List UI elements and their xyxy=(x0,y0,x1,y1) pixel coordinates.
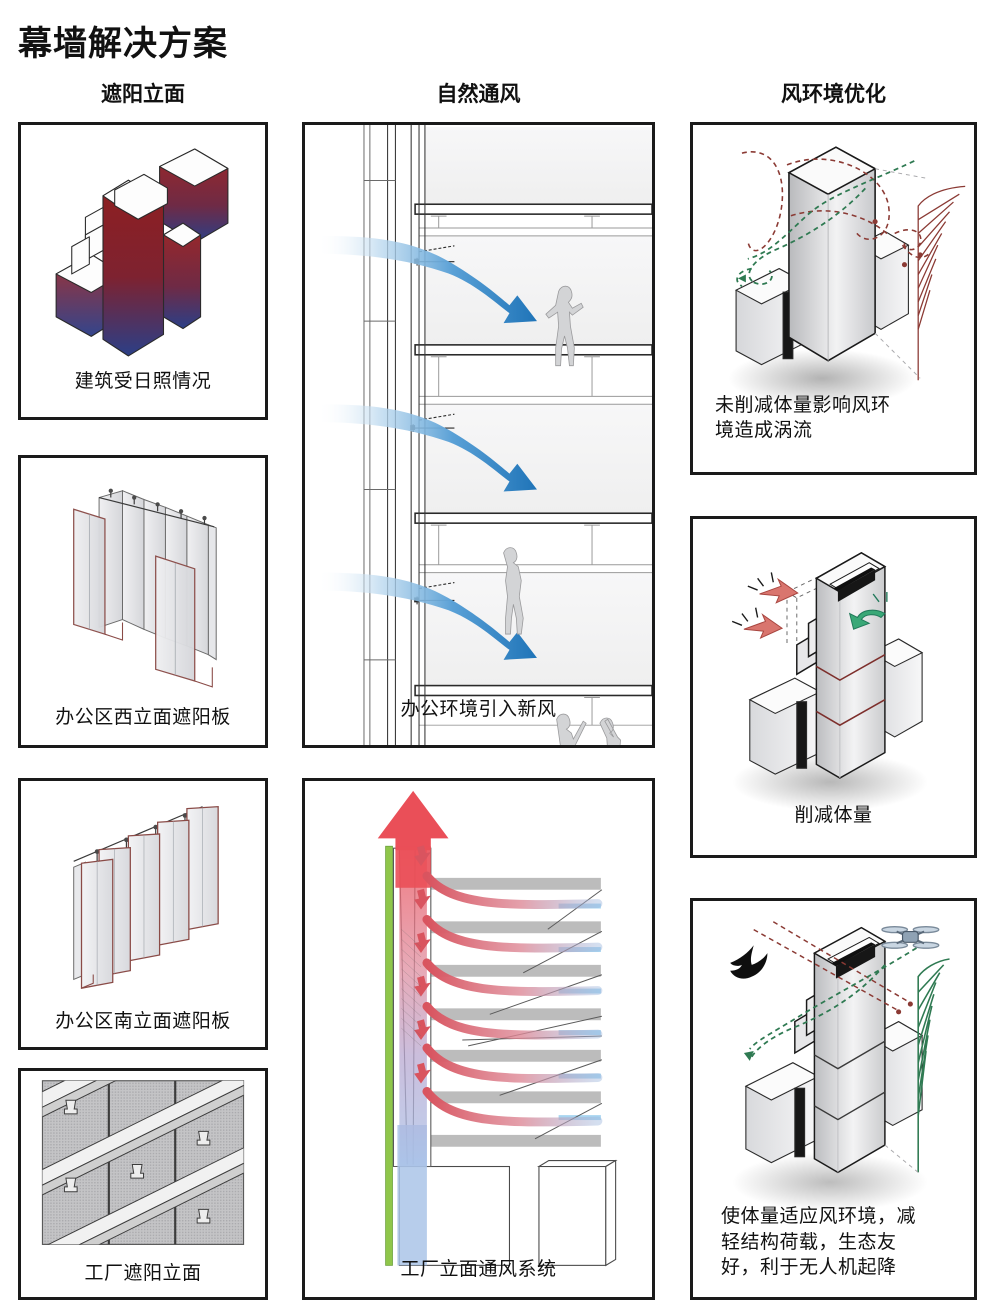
building-section-airflow-illustration xyxy=(305,125,652,745)
drone-glyph xyxy=(881,925,940,949)
south-fin-illustration xyxy=(21,781,265,1047)
massing-reduction-illustration xyxy=(693,519,974,855)
bird-glyph xyxy=(730,945,768,979)
panel-caption-vortex: 未削减体量影响风环 境造成涡流 xyxy=(715,393,891,442)
column-header-wind: 风环境优化 xyxy=(781,82,886,106)
panel-caption-adapt: 使体量适应风环境，减 轻结构荷载，生态友 好，利于无人机起降 xyxy=(721,1205,917,1279)
column-header-ventilation: 自然通风 xyxy=(436,82,521,106)
panel-caption-fresh-air: 办公环境引入新风 xyxy=(400,698,557,721)
panel-factory-stack-ventilation: 工厂立面通风系统 xyxy=(302,778,655,1300)
panel-caption-solar: 建筑受日照情况 xyxy=(74,370,212,393)
panel-caption-south: 办公区南立面遮阳板 xyxy=(55,1010,231,1033)
panel-caption-mesh: 工厂遮阳立面 xyxy=(84,1262,202,1285)
panel-solar-exposure: 建筑受日照情况 xyxy=(18,122,268,420)
vortex-massing-illustration xyxy=(693,125,974,472)
panel-caption-stack: 工厂立面通风系统 xyxy=(400,1258,557,1281)
panel-caption-west: 办公区西立面遮阳板 xyxy=(55,706,231,729)
panel-massing-adaptation: 使体量适应风环境，减 轻结构荷载，生态友 好，利于无人机起降 xyxy=(690,898,977,1300)
column-header-shading: 遮阳立面 xyxy=(101,82,185,106)
panel-wind-vortex: 未削减体量影响风环 境造成涡流 xyxy=(690,122,977,475)
panel-west-facade-louvres: 办公区西立面遮阳板 xyxy=(18,455,268,748)
west-louvre-illustration xyxy=(21,458,265,745)
panel-office-fresh-air: 办公环境引入新风 xyxy=(302,122,655,748)
panel-factory-mesh-facade: 工厂遮阳立面 xyxy=(18,1068,268,1300)
mesh-facade-illustration xyxy=(21,1071,265,1297)
panel-south-facade-fins: 办公区南立面遮阳板 xyxy=(18,778,268,1050)
panel-massing-reduction: 削减体量 xyxy=(690,516,977,858)
panel-caption-reduce: 削减体量 xyxy=(794,804,873,827)
page-title: 幕墙解决方案 xyxy=(18,24,228,64)
stack-ventilation-illustration xyxy=(305,781,652,1297)
solar-massing-illustration xyxy=(21,125,265,417)
adapted-massing-illustration xyxy=(693,901,974,1297)
